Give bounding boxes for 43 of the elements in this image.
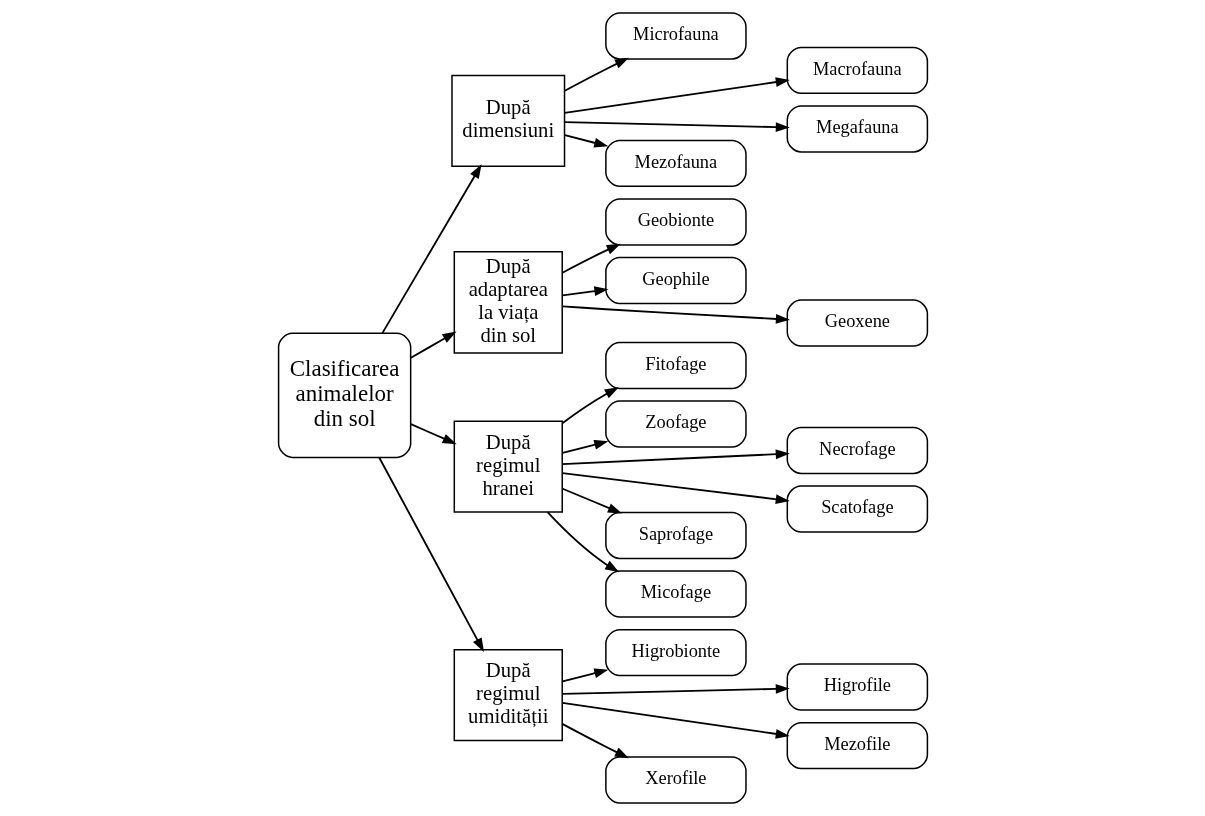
arrow: [561, 449, 790, 466]
node-box: Mezofile: [786, 721, 928, 770]
arrow: [561, 487, 622, 514]
arrow: [561, 701, 790, 739]
node-box: După regimul umidității: [453, 649, 563, 742]
arrow: [563, 121, 790, 132]
node-box: Mezofauna: [604, 139, 747, 188]
arrow: [561, 684, 790, 695]
node-box: Scatofage: [786, 485, 928, 533]
node-box: Zoofage: [604, 400, 747, 448]
node-box: Megafauna: [786, 105, 928, 153]
node-box: Micofage: [604, 570, 747, 618]
node-box: Saprofage: [604, 511, 747, 560]
node-box: Higrobionte: [604, 628, 747, 677]
node-box: Fitofage: [604, 341, 747, 390]
node-box: După adaptarea la viața din sol: [453, 251, 563, 354]
arrow: [561, 305, 790, 324]
arrow: [380, 164, 482, 334]
node-box: Microfauna: [604, 12, 747, 60]
node-box: Xerofile: [604, 756, 747, 804]
arrow: [563, 77, 790, 114]
node-box: Higrofile: [786, 663, 928, 711]
arrow: [409, 423, 457, 445]
arrow: [560, 723, 629, 759]
node-box: Geophile: [604, 256, 747, 305]
arrow: [561, 439, 608, 454]
arrow: [561, 472, 790, 505]
arrow: [377, 456, 484, 653]
arrow: [560, 387, 619, 425]
arrow: [561, 243, 621, 274]
node-box: Clasificarea animalelor din sol: [277, 332, 411, 459]
arrow: [546, 511, 619, 573]
node-box: După dimensiuni: [450, 74, 565, 167]
arrow: [563, 57, 629, 92]
arrow: [561, 668, 608, 683]
arrow: [561, 286, 608, 297]
arrow: [409, 331, 456, 359]
node-box: Macrofauna: [786, 46, 928, 95]
node-box: După regimul hranei: [453, 420, 563, 513]
arrow: [563, 134, 608, 148]
node-box: Necrofage: [786, 426, 928, 475]
node-box: Geoxene: [786, 299, 928, 347]
node-box: Geobionte: [604, 198, 747, 246]
